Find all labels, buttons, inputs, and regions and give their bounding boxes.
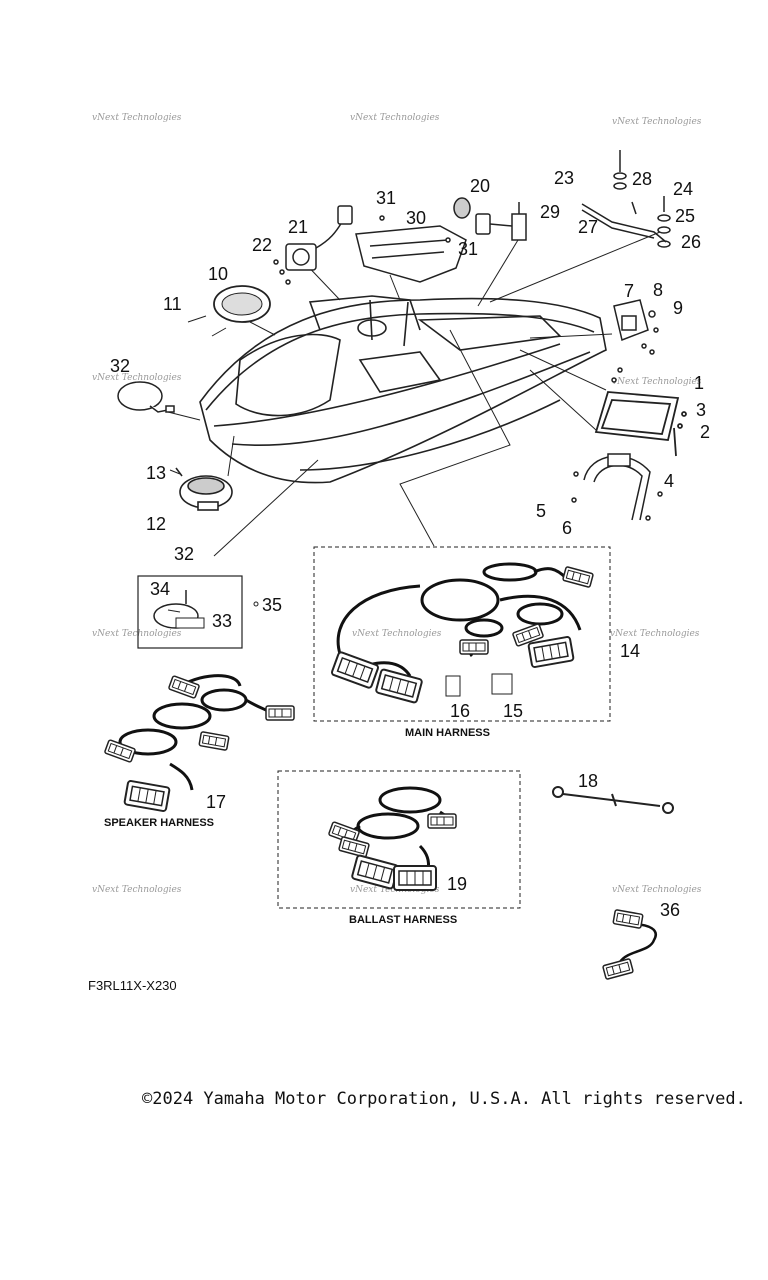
cup-holder-part (273, 205, 353, 285)
callout-1: 1 (694, 373, 704, 393)
callout-26: 26 (681, 232, 701, 252)
callout-17: 17 (206, 792, 226, 812)
copyright-notice: ©2024 Yamaha Motor Corporation, U.S.A. A… (142, 1089, 746, 1109)
watermark: vNext Technologies (612, 885, 702, 895)
watermark: vNext Technologies (92, 113, 182, 123)
callout-16: 16 (450, 701, 470, 721)
switch-block-part (611, 299, 659, 383)
callout-5: 5 (536, 501, 546, 521)
callout-30: 30 (406, 208, 426, 228)
callout-36: 36 (660, 900, 680, 920)
battery-tray-part (594, 391, 687, 457)
speaker-harness-caption: SPEAKER HARNESS (104, 817, 214, 829)
callout-33: 33 (212, 611, 232, 631)
callout-34: 34 (150, 579, 170, 599)
callout-32: 32 (110, 356, 130, 376)
light-assembly-box (137, 575, 259, 649)
callout-8: 8 (653, 280, 663, 300)
sub-harness-part (601, 908, 657, 981)
callout-25: 25 (675, 206, 695, 226)
callout-28: 28 (632, 169, 652, 189)
strap-part (571, 453, 663, 521)
callout-29: 29 (540, 202, 560, 222)
callout-31: 31 (376, 188, 396, 208)
callout-labels: 1 2 3 4 5 6 7 8 9 10 11 12 13 14 15 16 1… (110, 168, 710, 920)
horn-part (175, 467, 233, 511)
callout-3: 3 (696, 400, 706, 420)
callout-6: 6 (562, 518, 572, 538)
courtesy-light-part (117, 381, 175, 413)
watermark: vNext Technologies (92, 373, 182, 383)
callout-9: 9 (673, 298, 683, 318)
callout-20: 20 (470, 176, 490, 196)
callout-15: 15 (503, 701, 523, 721)
main-harness-box (313, 546, 611, 722)
dash-panel-part (355, 215, 467, 283)
callout-31: 31 (458, 239, 478, 259)
leader-lines (167, 231, 661, 557)
bracket-part (581, 150, 671, 248)
callout-24: 24 (673, 179, 693, 199)
callout-14: 14 (620, 641, 640, 661)
watermark: vNext Technologies (610, 629, 700, 639)
callout-22: 22 (252, 235, 272, 255)
callout-23: 23 (554, 168, 574, 188)
watermark: vNext Technologies (612, 377, 702, 387)
diagram-code: F3RL11X-X230 (88, 978, 177, 993)
boat-hull (199, 295, 607, 484)
ballast-harness-box (277, 770, 521, 909)
speaker-part (187, 285, 271, 337)
callout-32: 32 (174, 544, 194, 564)
watermark: vNext Technologies (92, 629, 182, 639)
callout-4: 4 (664, 471, 674, 491)
callout-12: 12 (146, 514, 166, 534)
callout-35: 35 (262, 595, 282, 615)
watermark: vNext Technologies (352, 629, 442, 639)
watermark: vNext Technologies (350, 113, 440, 123)
watermark: vNext Technologies (92, 885, 182, 895)
callout-11: 11 (163, 294, 182, 314)
callout-27: 27 (578, 217, 598, 237)
callout-2: 2 (700, 422, 710, 442)
callout-18: 18 (578, 771, 598, 791)
ballast-harness-caption: BALLAST HARNESS (349, 914, 457, 926)
callout-7: 7 (624, 281, 634, 301)
callout-10: 10 (208, 264, 228, 284)
speaker-harness (103, 674, 295, 813)
main-harness-caption: MAIN HARNESS (405, 727, 490, 739)
battery-cable-part (552, 786, 674, 814)
callout-13: 13 (146, 463, 166, 483)
watermark: vNext Technologies (612, 117, 702, 127)
callout-21: 21 (288, 217, 308, 237)
callout-19: 19 (447, 874, 467, 894)
sensor-part (453, 197, 527, 241)
